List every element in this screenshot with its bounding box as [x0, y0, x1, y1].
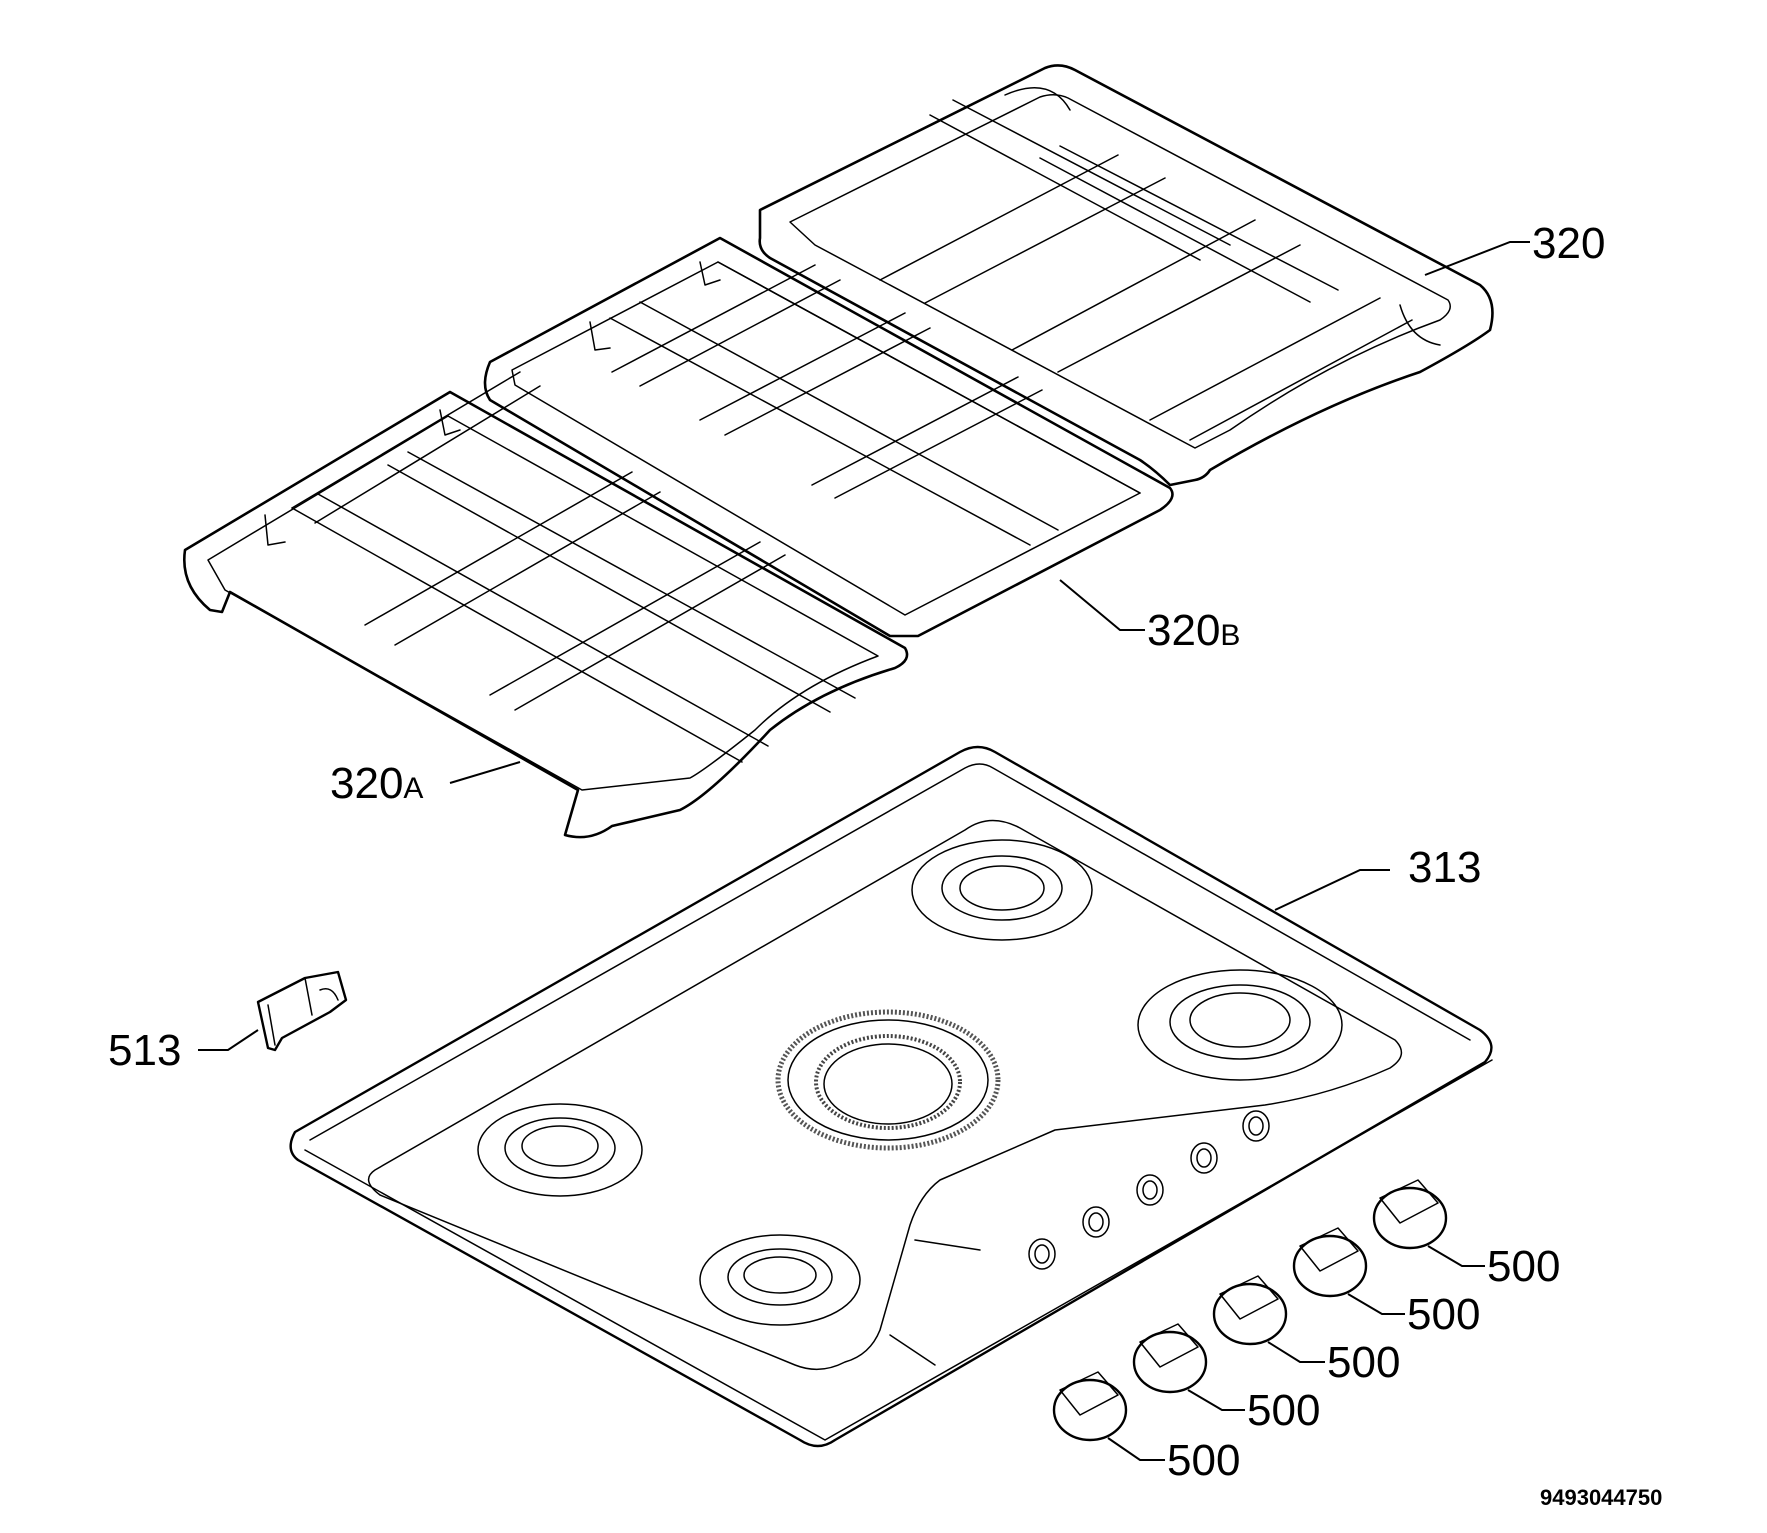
burner-triple-ring-center — [775, 1009, 1001, 1151]
knob-holes — [1028, 1110, 1270, 1270]
callout-320b: 320B — [1147, 606, 1240, 655]
callout-500-knob-3: 500 — [1327, 1338, 1400, 1387]
callout-320a: 320A — [330, 759, 423, 808]
fixing-clip — [256, 970, 348, 1052]
callout-500-knob-5: 500 — [1487, 1242, 1560, 1291]
callout-500-knob-2: 500 — [1247, 1386, 1320, 1435]
knob-2 — [1132, 1323, 1208, 1394]
control-knobs — [1052, 1179, 1448, 1442]
pan-support-grate-right — [758, 64, 1494, 487]
knob-3 — [1212, 1275, 1288, 1346]
leader-lines — [198, 241, 1530, 1461]
burner-front — [699, 1234, 861, 1326]
burner-left — [477, 1103, 643, 1197]
knob-1 — [1052, 1371, 1128, 1442]
burner-right-large — [1137, 969, 1343, 1081]
callout-313: 313 — [1408, 843, 1481, 892]
callout-500-knob-1: 500 — [1167, 1436, 1240, 1485]
knob-5 — [1372, 1179, 1448, 1250]
callout-500-knob-4: 500 — [1407, 1290, 1480, 1339]
pan-support-grate-middle — [483, 236, 1174, 638]
burner-rear — [911, 839, 1093, 941]
hob-top-plate — [289, 745, 1493, 1448]
document-number: 9493044750 — [1540, 1485, 1662, 1510]
callout-513: 513 — [108, 1026, 181, 1075]
knob-4 — [1292, 1227, 1368, 1298]
callout-320: 320 — [1532, 219, 1605, 268]
pan-support-grate-left — [183, 371, 909, 839]
